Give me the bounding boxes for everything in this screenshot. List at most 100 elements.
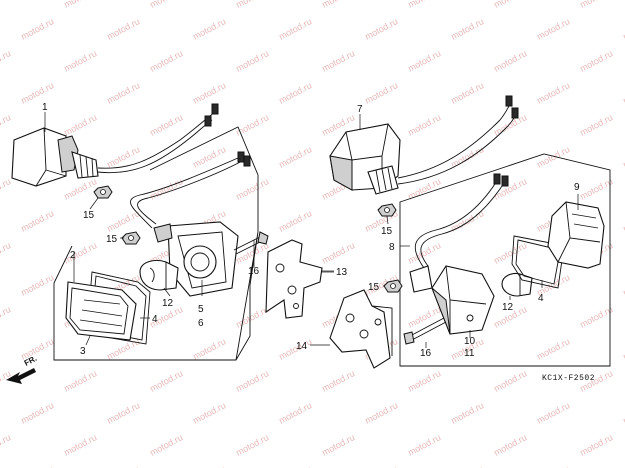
watermark-text: motod.ru bbox=[621, 144, 625, 170]
watermark-text: motod.ru bbox=[105, 208, 141, 234]
watermark-text: motod.ru bbox=[148, 368, 184, 394]
watermark-text: motod.ru bbox=[62, 48, 98, 74]
callout-10: 10 bbox=[464, 336, 476, 347]
watermark-text: motod.ru bbox=[0, 48, 12, 74]
watermark-text: motod.ru bbox=[363, 464, 399, 468]
watermark-text: motod.ru bbox=[535, 16, 571, 42]
part-13-bracket bbox=[265, 239, 334, 319]
callout-1: 1 bbox=[42, 102, 48, 113]
watermark-text: motod.ru bbox=[62, 368, 98, 394]
watermark-text: motod.ru bbox=[62, 112, 98, 138]
watermark-text: motod.ru bbox=[406, 304, 442, 330]
left-assembly-frame bbox=[53, 126, 259, 361]
watermark-text: motod.ru bbox=[363, 400, 399, 426]
watermark-text: motod.ru bbox=[449, 400, 485, 426]
watermark-text: motod.ru bbox=[535, 144, 571, 170]
watermark-text: motod.ru bbox=[492, 48, 528, 74]
watermark-text: motod.ru bbox=[621, 464, 625, 468]
part-5-winker-housing bbox=[153, 221, 239, 297]
watermark-text: motod.ru bbox=[19, 272, 55, 298]
watermark-text: motod.ru bbox=[234, 304, 270, 330]
watermark-text: motod.ru bbox=[492, 368, 528, 394]
part-15-nut-top-right bbox=[377, 203, 397, 217]
watermark-text: motod.ru bbox=[449, 16, 485, 42]
watermark-text: motod.ru bbox=[363, 16, 399, 42]
part-15-nut-top-left bbox=[93, 185, 113, 199]
watermark-text: motod.ru bbox=[492, 240, 528, 266]
watermark-text: motod.ru bbox=[191, 144, 227, 170]
watermark-text: motod.ru bbox=[0, 176, 12, 202]
watermark-text: motod.ru bbox=[621, 400, 625, 426]
watermark-text: motod.ru bbox=[406, 0, 442, 10]
watermark-text: motod.ru bbox=[234, 432, 270, 458]
part-12-bulb-right bbox=[501, 272, 533, 297]
watermark-text: motod.ru bbox=[148, 176, 184, 202]
watermark-text: motod.ru bbox=[191, 336, 227, 362]
watermark-text: motod.ru bbox=[105, 464, 141, 468]
watermark-text: motod.ru bbox=[105, 400, 141, 426]
callout-13: 13 bbox=[336, 267, 348, 278]
callout-labels: 1 15 15 2 3 4 12 5 6 16 13 14 7 15 8 15 … bbox=[42, 102, 580, 359]
leader-lines bbox=[44, 112, 579, 348]
watermark-text: motod.ru bbox=[406, 112, 442, 138]
callout-4: 4 bbox=[538, 293, 544, 304]
callout-2: 2 bbox=[70, 250, 76, 261]
watermark-text: motod.ru bbox=[578, 0, 614, 10]
watermark-text: motod.ru bbox=[191, 400, 227, 426]
part-16-screw-right bbox=[403, 317, 447, 345]
part-12-bulb-left bbox=[139, 259, 179, 291]
watermark-text: motod.ru bbox=[105, 80, 141, 106]
watermark-text: motod.ru bbox=[449, 464, 485, 468]
watermark-text: motod.ru bbox=[234, 0, 270, 10]
watermark-text: motod.ru bbox=[320, 368, 356, 394]
watermark-text: motod.ru bbox=[320, 432, 356, 458]
watermark-text: motod.ru bbox=[449, 80, 485, 106]
callout-4: 4 bbox=[152, 314, 158, 325]
part-7-winker-assembly bbox=[329, 95, 519, 195]
watermark-text: motod.ru bbox=[277, 80, 313, 106]
watermark-text: motod.ru bbox=[191, 464, 227, 468]
watermark-text: motod.ru bbox=[19, 400, 55, 426]
watermark-text: motod.ru bbox=[578, 112, 614, 138]
watermark-text: motod.ru bbox=[535, 80, 571, 106]
callout-15: 15 bbox=[381, 226, 393, 237]
callout-16: 16 bbox=[420, 348, 432, 359]
watermark-text: motod.ru bbox=[578, 304, 614, 330]
watermark-text: motod.ru bbox=[535, 400, 571, 426]
part-1-winker-assembly bbox=[11, 103, 219, 187]
part-15-nut-mid-right bbox=[383, 279, 403, 293]
part-15-nut-mid-left bbox=[121, 231, 141, 245]
watermark-text: motod.ru bbox=[578, 432, 614, 458]
watermark-text: motod.ru bbox=[234, 368, 270, 394]
callout-9: 9 bbox=[574, 182, 580, 193]
watermark-text: motod.ru bbox=[492, 432, 528, 458]
part-16-screw-left bbox=[233, 231, 269, 255]
watermark-text: motod.ru bbox=[234, 48, 270, 74]
watermark-text: motod.ru bbox=[578, 48, 614, 74]
callout-5: 5 bbox=[198, 304, 204, 315]
callout-12: 12 bbox=[502, 302, 514, 313]
watermark-text: motod.ru bbox=[320, 240, 356, 266]
callout-7: 7 bbox=[357, 104, 363, 115]
watermark-text: motod.ru bbox=[148, 112, 184, 138]
callout-3: 3 bbox=[80, 346, 86, 357]
watermark-text: motod.ru bbox=[148, 432, 184, 458]
watermark-text: motod.ru bbox=[234, 112, 270, 138]
watermark-text: motod.ru bbox=[191, 80, 227, 106]
callout-15: 15 bbox=[83, 210, 95, 221]
watermark-text: motod.ru bbox=[621, 208, 625, 234]
watermark-text: motod.ru bbox=[148, 0, 184, 10]
watermark-text: motod.ru bbox=[277, 464, 313, 468]
watermark-text: motod.ru bbox=[492, 112, 528, 138]
watermark-text: motod.ru bbox=[535, 464, 571, 468]
watermark-text: motod.ru bbox=[621, 16, 625, 42]
watermark-text: motod.ru bbox=[191, 16, 227, 42]
callout-15: 15 bbox=[368, 282, 380, 293]
watermark-text: motod.ru bbox=[62, 432, 98, 458]
front-arrow-icon bbox=[6, 368, 36, 384]
watermark-text: motod.ru bbox=[363, 80, 399, 106]
watermark-text: motod.ru bbox=[621, 272, 625, 298]
watermark-text: motod.ru bbox=[148, 48, 184, 74]
